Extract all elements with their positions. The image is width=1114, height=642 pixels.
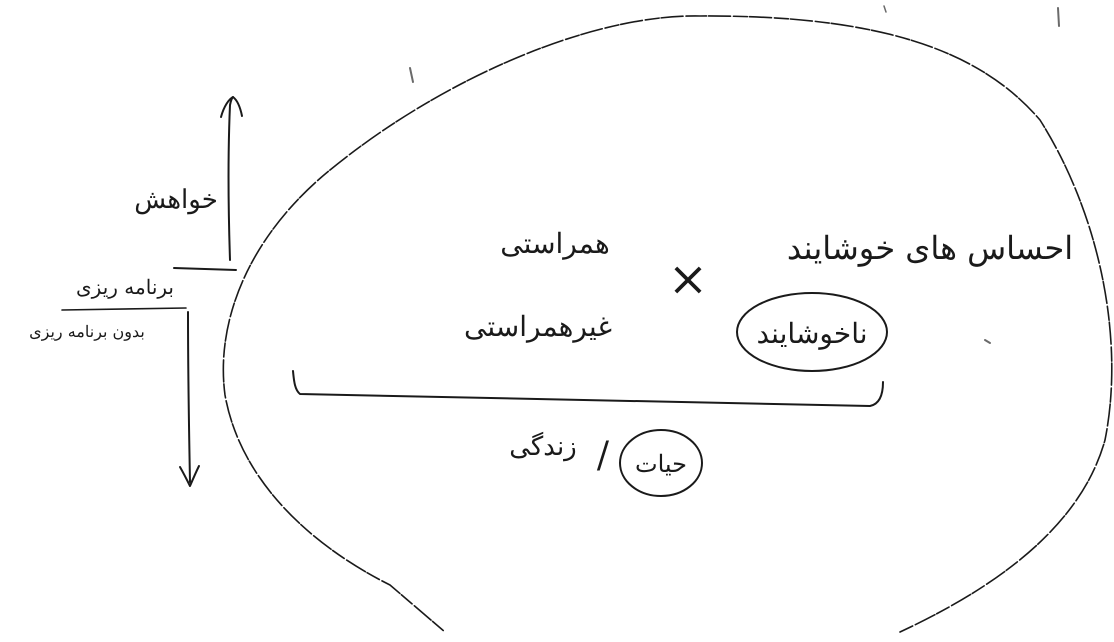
arrow-head-down-icon xyxy=(179,465,200,487)
paper-speck-right-edge xyxy=(1057,7,1060,27)
life-label: حیات xyxy=(635,450,687,478)
unpleasant-label: ناخوشایند xyxy=(756,317,867,350)
grouping-bracket xyxy=(292,370,884,407)
congruent-label: همراستی xyxy=(500,227,609,260)
vertical-arrow xyxy=(173,96,243,487)
planning-label: برنامه ریزی xyxy=(76,275,174,299)
arrow-shaft-upper xyxy=(227,96,234,261)
desire-label: خواهش xyxy=(134,185,218,215)
arrow-divider xyxy=(173,267,237,271)
pleasant-feelings-label: احساس های خوشایند xyxy=(787,229,1073,267)
living-label: زندگی xyxy=(509,431,577,462)
domain-oval xyxy=(222,15,1113,633)
no-planning-label: بدون برنامه ریزی xyxy=(29,322,145,341)
cross-symbol: × xyxy=(668,251,708,307)
life-circle xyxy=(619,429,703,497)
planning-underline xyxy=(61,307,187,311)
paper-marks xyxy=(409,5,1060,344)
unpleasant-circle xyxy=(736,292,888,372)
arrow-shaft-lower xyxy=(187,311,191,483)
paper-speck-top-right xyxy=(883,5,887,13)
paper-speck-middle xyxy=(984,339,991,344)
incongruent-label: غیرهمراستی xyxy=(464,310,612,343)
label-separator: / xyxy=(597,435,610,476)
arrow-head-up-icon xyxy=(220,96,243,118)
paper-speck-top xyxy=(409,67,414,83)
